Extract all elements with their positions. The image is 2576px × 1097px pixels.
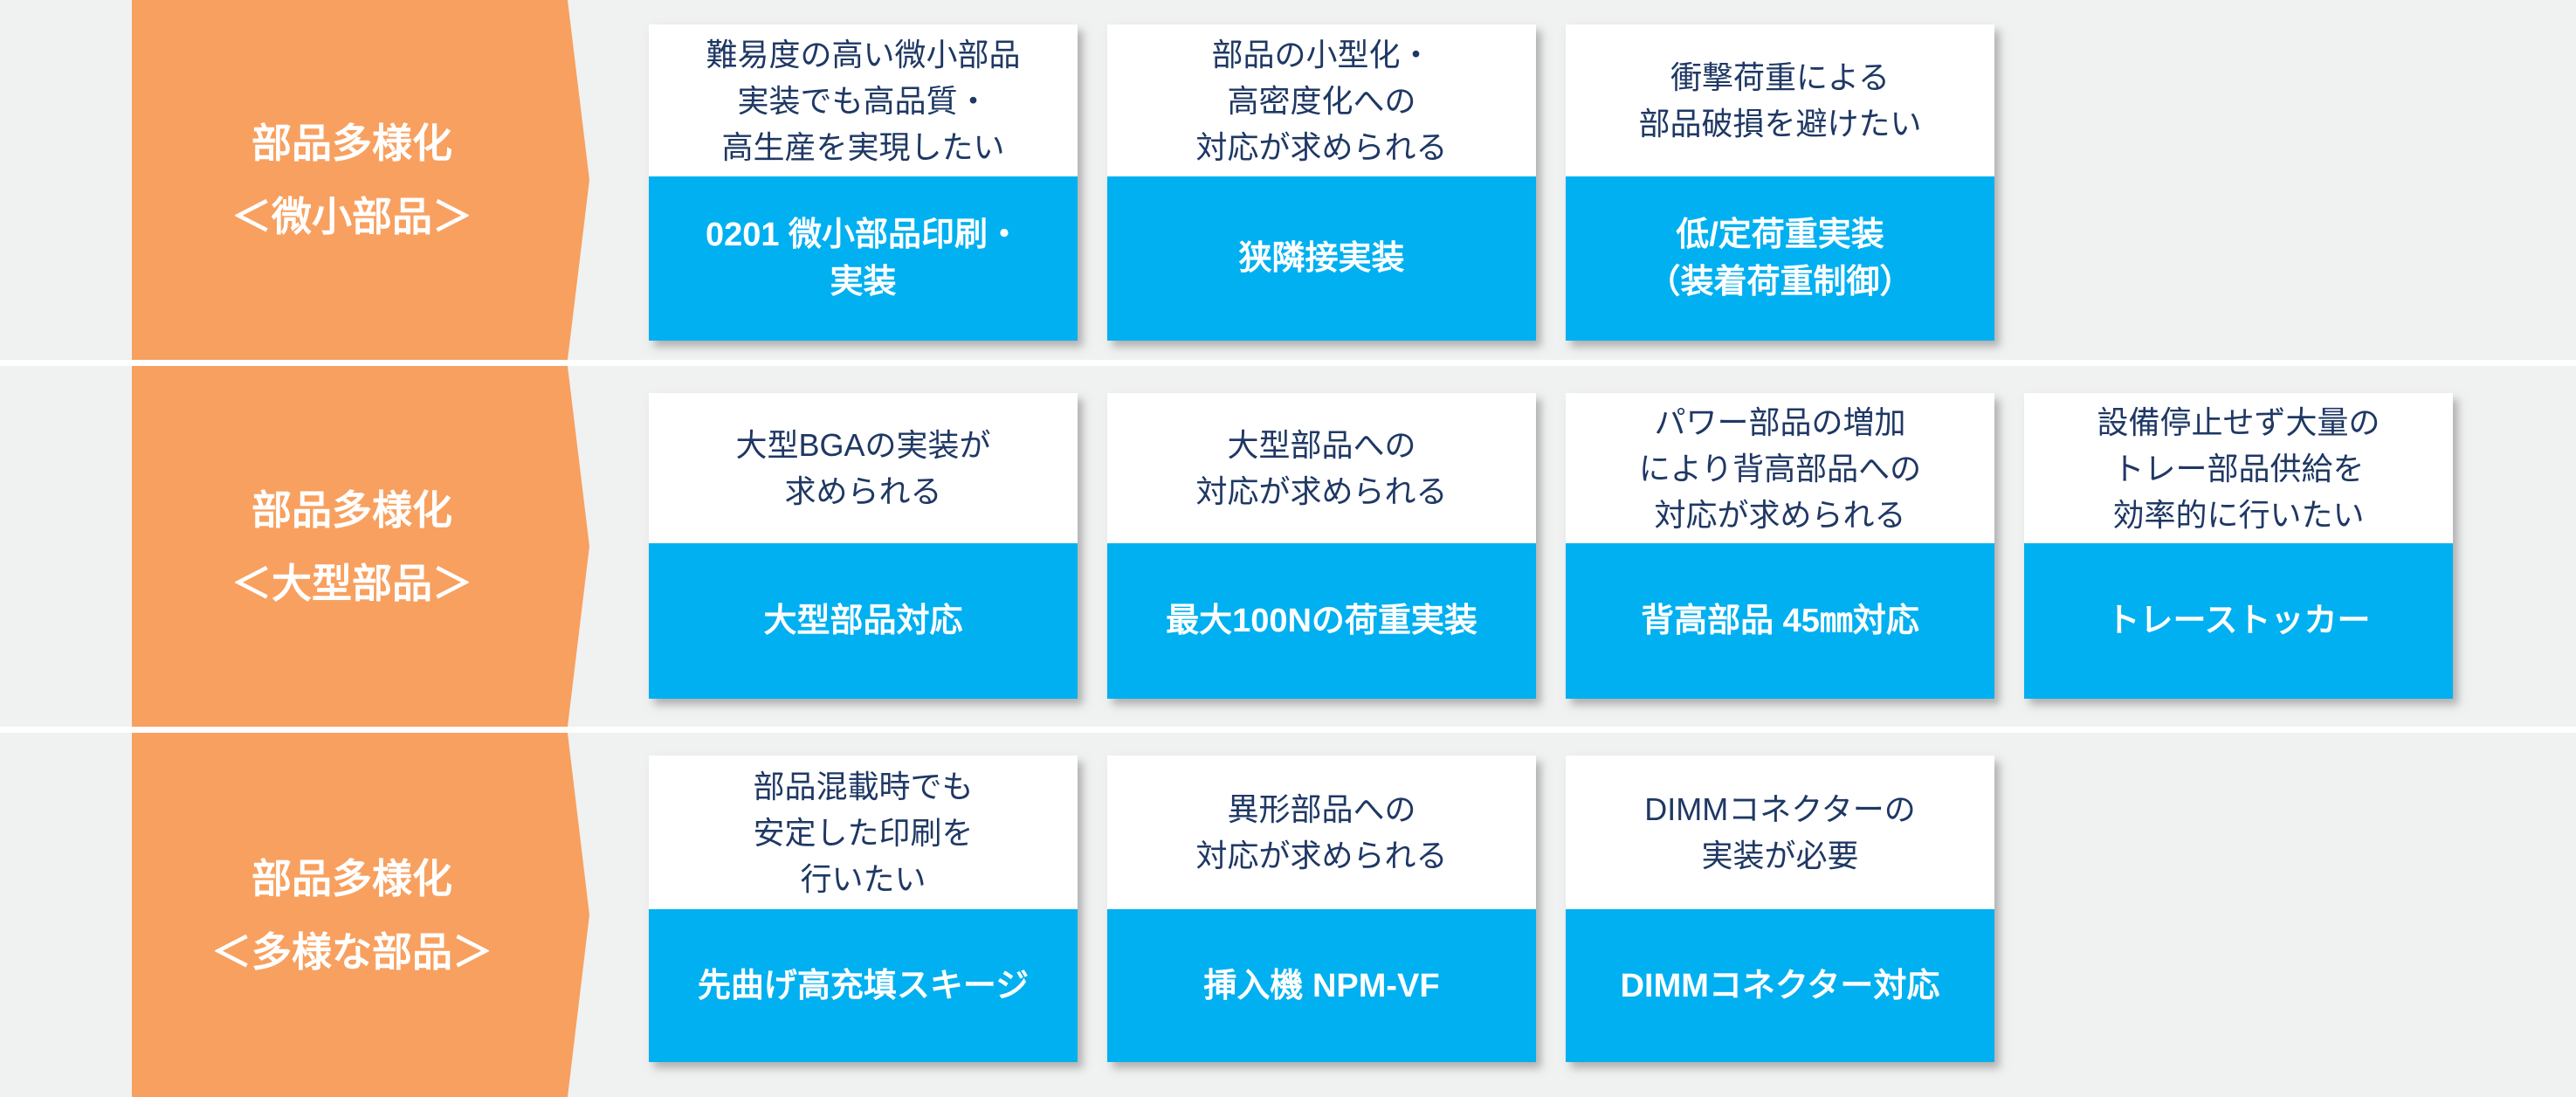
category-arrow-diverse-components: 部品多様化 ＜多様な部品＞ xyxy=(132,733,589,1097)
solution-button[interactable]: 最大100Nの荷重実装 xyxy=(1107,543,1536,699)
category-subtitle: ＜大型部品＞ xyxy=(231,560,472,606)
solution-button[interactable]: 低/定荷重実装 （装着荷重制御） xyxy=(1566,176,1994,341)
category-title: 部品多様化 xyxy=(251,855,452,901)
solution-card: 大型部品への 対応が求められる 最大100Nの荷重実装 xyxy=(1107,393,1536,699)
category-subtitle: ＜微小部品＞ xyxy=(231,194,472,239)
solution-button[interactable]: 背高部品 45㎜対応 xyxy=(1566,543,1994,699)
solution-card: 難易度の高い微小部品 実装でも高品質・ 高生産を実現したい 0201 微小部品印… xyxy=(649,24,1078,341)
category-arrow-micro-components: 部品多様化 ＜微小部品＞ xyxy=(132,0,589,360)
solution-card: 異形部品への 対応が求められる 挿入機 NPM-VF xyxy=(1107,755,1536,1062)
need-text: 大型部品への 対応が求められる xyxy=(1107,393,1536,543)
solution-button[interactable]: 挿入機 NPM-VF xyxy=(1107,909,1536,1062)
row-divider xyxy=(0,360,2576,366)
solution-card: パワー部品の増加 により背高部品への 対応が求められる 背高部品 45㎜対応 xyxy=(1566,393,1994,699)
solution-card: 部品混載時でも 安定した印刷を 行いたい 先曲げ高充填スキージ xyxy=(649,755,1078,1062)
category-subtitle: ＜多様な部品＞ xyxy=(211,928,492,975)
need-text: 難易度の高い微小部品 実装でも高品質・ 高生産を実現したい xyxy=(649,24,1078,176)
category-arrow-large-components: 部品多様化 ＜大型部品＞ xyxy=(132,366,589,727)
solution-card: 部品の小型化・ 高密度化への 対応が求められる 狭隣接実装 xyxy=(1107,24,1536,341)
solution-button[interactable]: 先曲げ高充填スキージ xyxy=(649,909,1078,1062)
need-text: 部品混載時でも 安定した印刷を 行いたい xyxy=(649,755,1078,909)
solution-button[interactable]: 0201 微小部品印刷・ 実装 xyxy=(649,176,1078,341)
solution-button[interactable]: 狭隣接実装 xyxy=(1107,176,1536,341)
need-text: パワー部品の増加 により背高部品への 対応が求められる xyxy=(1566,393,1994,543)
solution-button[interactable]: トレーストッカー xyxy=(2024,543,2453,699)
solution-button[interactable]: 大型部品対応 xyxy=(649,543,1078,699)
solution-card: 大型BGAの実装が 求められる 大型部品対応 xyxy=(649,393,1078,699)
solution-button[interactable]: DIMMコネクター対応 xyxy=(1566,909,1994,1062)
solution-card: 設備停止せず大量の トレー部品供給を 効率的に行いたい トレーストッカー xyxy=(2024,393,2453,699)
need-text: 部品の小型化・ 高密度化への 対応が求められる xyxy=(1107,24,1536,176)
need-text: 衝撃荷重による 部品破損を避けたい xyxy=(1566,24,1994,176)
need-text: DIMMコネクターの 実装が必要 xyxy=(1566,755,1994,909)
need-text: 異形部品への 対応が求められる xyxy=(1107,755,1536,909)
category-title: 部品多様化 xyxy=(251,486,452,533)
category-title: 部品多様化 xyxy=(251,121,452,166)
solution-card: DIMMコネクターの 実装が必要 DIMMコネクター対応 xyxy=(1566,755,1994,1062)
solution-card: 衝撃荷重による 部品破損を避けたい 低/定荷重実装 （装着荷重制御） xyxy=(1566,24,1994,341)
need-text: 大型BGAの実装が 求められる xyxy=(649,393,1078,543)
row-divider xyxy=(0,727,2576,733)
need-text: 設備停止せず大量の トレー部品供給を 効率的に行いたい xyxy=(2024,393,2453,543)
